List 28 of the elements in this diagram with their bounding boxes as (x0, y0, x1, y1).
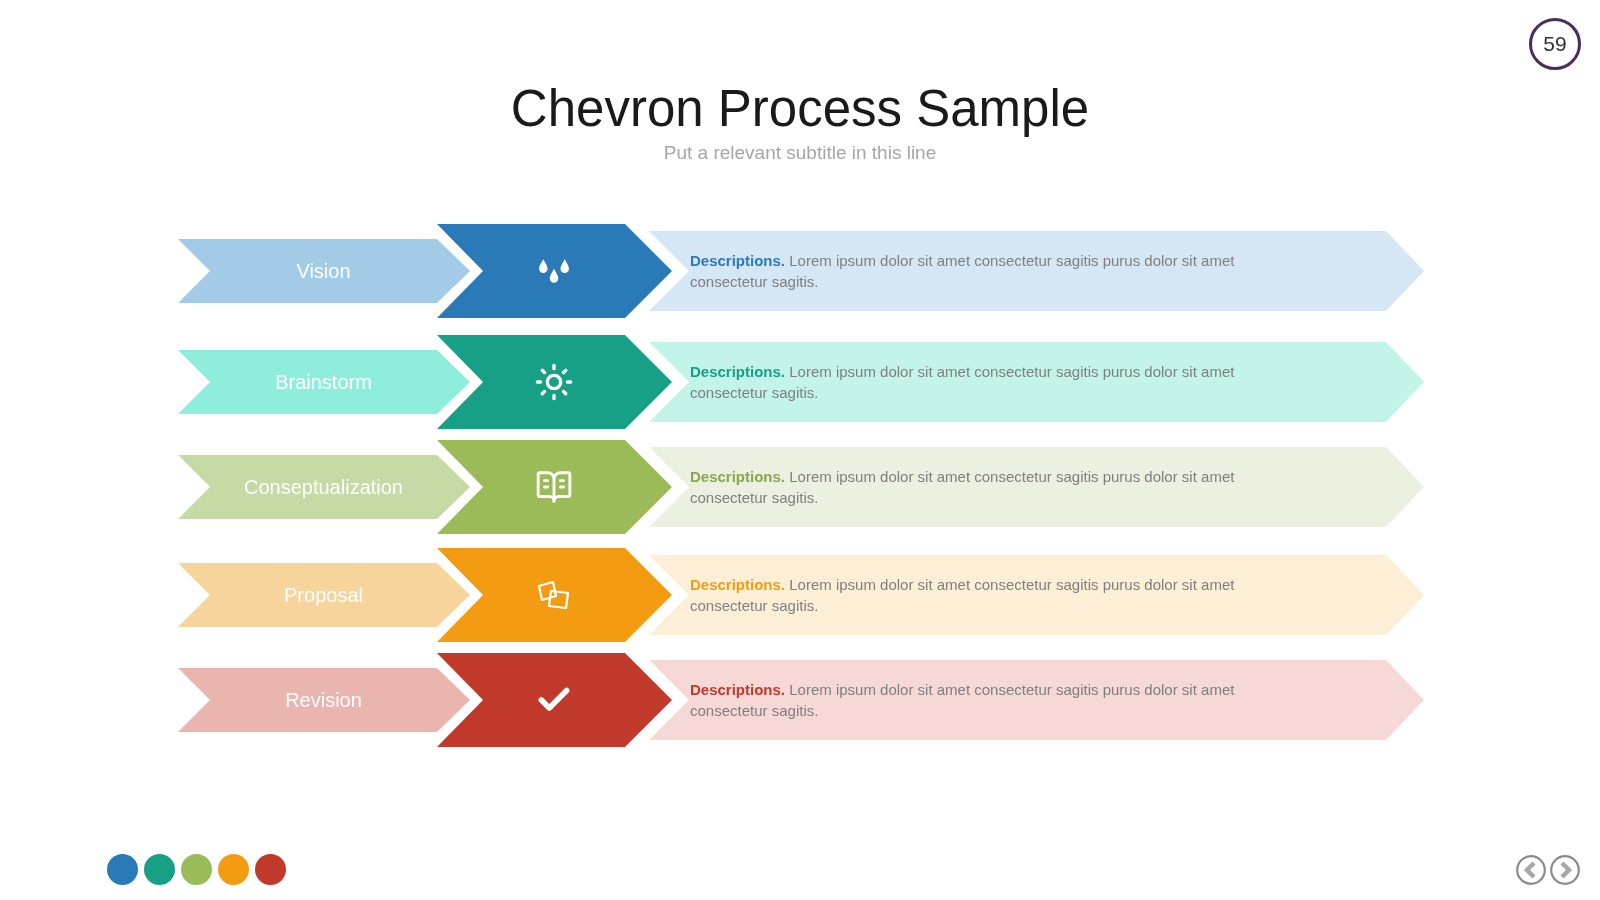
description-chevron (649, 555, 1424, 635)
description-text: Descriptions. Lorem ipsum dolor sit amet consectetur sagitis purus dolor sit amet consectetur sagitis. (690, 251, 1236, 292)
step-label: Brainstorm (275, 372, 372, 392)
step-chevron (178, 668, 470, 732)
step-chevron (178, 455, 470, 519)
icon-chevron (437, 224, 672, 318)
step-chevron (178, 350, 470, 414)
icon-chevron (437, 548, 672, 642)
icon-chevron (437, 653, 672, 747)
description-chevron (649, 342, 1424, 422)
step-chevron (178, 563, 470, 627)
description-chevron (649, 660, 1424, 740)
description-chevron (649, 231, 1424, 311)
description-text: Descriptions. Lorem ipsum dolor sit amet consectetur sagitis purus dolor sit amet consectetur sagitis. (690, 680, 1236, 721)
description-text: Descriptions. Lorem ipsum dolor sit amet consectetur sagitis purus dolor sit amet consectetur sagitis. (690, 575, 1236, 616)
page-number: 59 (1529, 18, 1581, 70)
description-text: Descriptions. Lorem ipsum dolor sit amet consectetur sagitis purus dolor sit amet consectetur sagitis. (690, 362, 1236, 403)
description-chevron (649, 447, 1424, 527)
step-label: Proposal (284, 585, 363, 605)
step-label: Conseptualization (244, 477, 403, 497)
step-label: Vision (296, 261, 351, 281)
slide-title: Chevron Process Sample (510, 80, 1090, 138)
step-chevron (178, 239, 470, 303)
step-label: Revision (285, 690, 362, 710)
description-text: Descriptions. Lorem ipsum dolor sit amet consectetur sagitis purus dolor sit amet consectetur sagitis. (690, 467, 1236, 508)
icon-chevron (437, 440, 672, 534)
icon-chevron (437, 335, 672, 429)
slide-subtitle: Put a relevant subtitle in this line (663, 141, 937, 165)
